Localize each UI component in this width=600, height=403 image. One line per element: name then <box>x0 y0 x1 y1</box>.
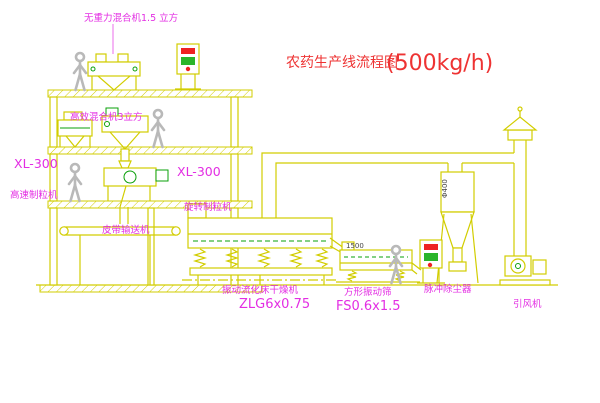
label-xl300-left: XL-300 <box>14 156 58 171</box>
indicator-light <box>427 262 433 268</box>
label-dryer-name: 振动流化床干燥机 <box>222 284 299 296</box>
fluid-bed-dryer <box>182 203 338 285</box>
worker-figure <box>72 51 88 92</box>
label-dust-collector: 脉冲除尘器 <box>424 283 472 295</box>
label-dryer-model: ZLG6x0.75 <box>239 297 310 312</box>
label-granulator-mid: 旋转制粒机 <box>184 201 232 213</box>
belt-conveyor <box>59 207 181 285</box>
label-screen-name: 方形振动筛 <box>344 286 392 298</box>
label-screen-model: FS0.6x1.5 <box>336 299 401 314</box>
screen-discharge <box>411 262 422 275</box>
dimension-duct: Φ400 <box>441 179 449 198</box>
high-speed-granulator <box>57 111 93 148</box>
cabinet-panel <box>181 57 195 65</box>
dimension-screen-feed: 1500 <box>346 242 364 250</box>
induced-draft-fan <box>499 255 551 286</box>
annotations: 无重力混合机1.5 立方 农药生产线流程图 (500kg/h) 高效混合机3立方… <box>10 12 542 314</box>
gravityless-mixer <box>87 53 141 91</box>
label-xl300-mid: XL-300 <box>177 164 221 179</box>
worker-figure <box>150 108 166 149</box>
worker-figure <box>388 244 404 285</box>
cabinet-panel <box>424 253 438 261</box>
fan-motor <box>532 259 547 275</box>
label-fan: 引风机 <box>513 298 542 310</box>
worker-figure <box>67 162 83 203</box>
roof-control-cabinet <box>175 43 201 90</box>
indicator-light <box>185 66 191 72</box>
label-granulator-left: 高速制粒机 <box>10 189 58 201</box>
vibrating-screen <box>329 237 422 283</box>
cyclone-separator <box>436 171 479 284</box>
high-efficiency-mixer <box>101 107 149 162</box>
exhaust-stack <box>502 106 538 256</box>
label-top-mixer: 无重力混合机1.5 立方 <box>84 12 178 24</box>
diagram-title-capacity: (500kg/h) <box>386 51 493 76</box>
cabinet-nameplate <box>181 48 195 54</box>
label-floor2-mixer: 高效混合机3立方 <box>70 111 143 123</box>
label-belt-conveyor: 皮带输送机 <box>102 224 150 236</box>
exhaust-duct <box>261 152 514 218</box>
dust-collector-cabinet <box>417 239 445 284</box>
diagram-title: 农药生产线流程图 <box>286 55 398 71</box>
cabinet-nameplate <box>424 244 438 250</box>
rotary-granulator <box>103 160 169 208</box>
